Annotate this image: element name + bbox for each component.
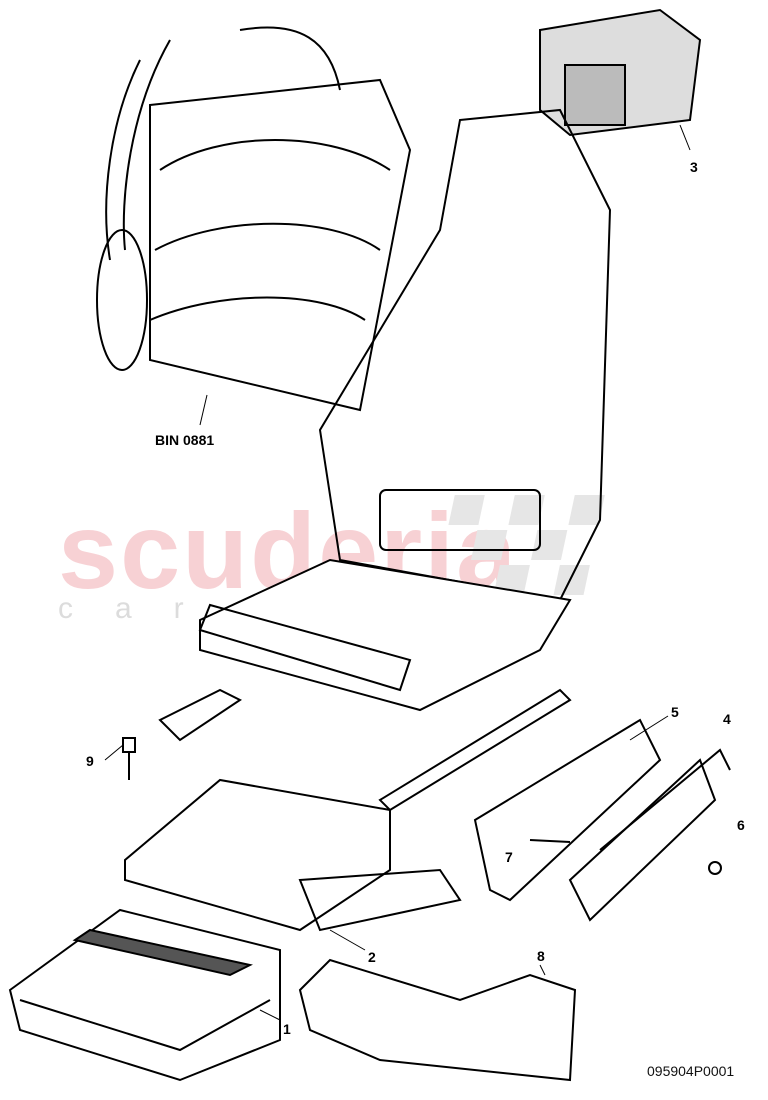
callout-2: 2 — [368, 949, 376, 965]
callout-4: 4 — [723, 711, 731, 727]
seat-back-pad — [96, 26, 412, 426]
callout-3: 3 — [690, 159, 698, 175]
callout-7: 7 — [505, 849, 513, 865]
bolt — [104, 737, 136, 780]
mounting-bracket — [124, 778, 462, 951]
lumbar-pad — [298, 958, 577, 1082]
callout-5: 5 — [671, 704, 679, 720]
callout-1: 1 — [283, 1021, 291, 1037]
control-unit — [8, 908, 281, 1082]
callout-8: 8 — [537, 948, 545, 964]
relay-module — [539, 8, 702, 151]
seat-rail-adjuster — [473, 715, 731, 922]
callout-6: 6 — [737, 817, 745, 833]
callout-9: 9 — [86, 753, 94, 769]
checkered-flag-icon — [448, 495, 605, 595]
drawing-number: 095904P0001 — [647, 1063, 735, 1079]
callout-bin-0881: BIN 0881 — [155, 432, 215, 448]
seat-frame — [158, 108, 612, 812]
